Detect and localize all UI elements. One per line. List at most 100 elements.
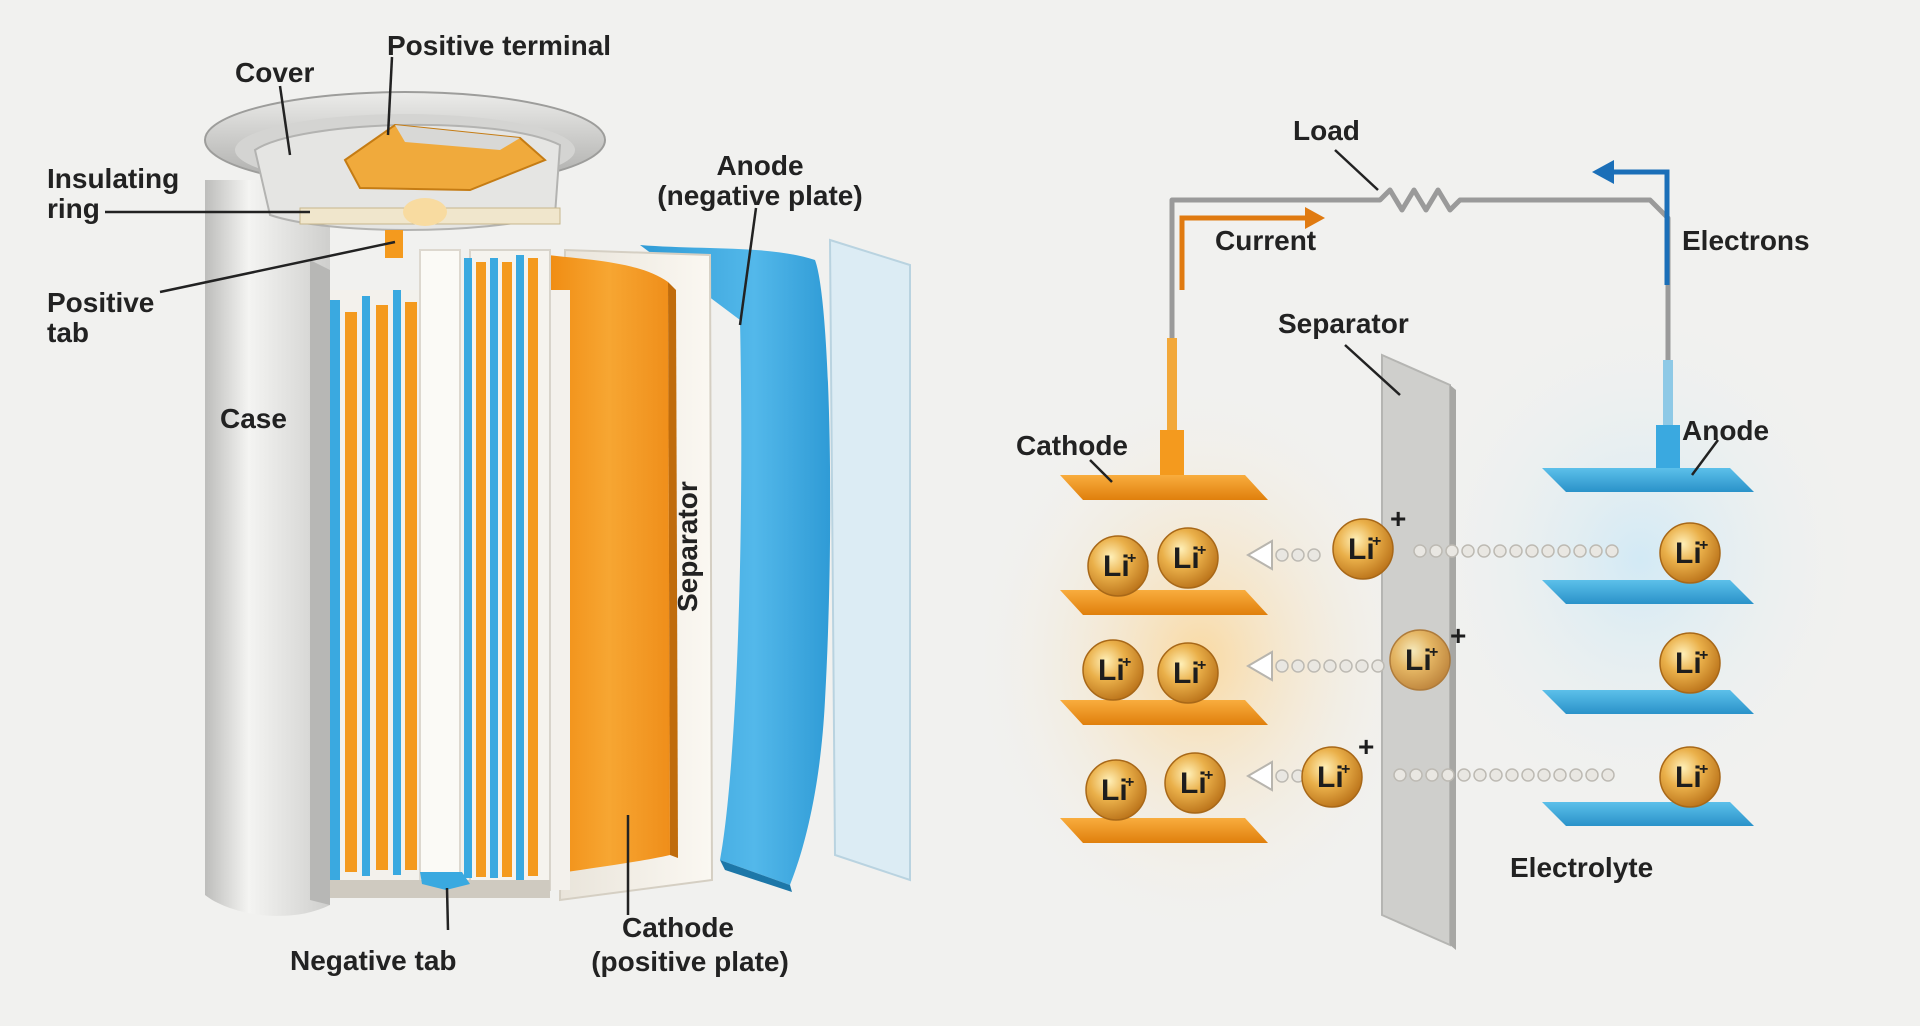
li-ion: Li + [1157,527,1219,589]
ion-label: Li [1405,644,1432,677]
circuit-wire [1169,187,1671,360]
label-anode-2: (negative plate) [657,180,862,211]
label-cathode-2: (positive plate) [591,946,789,977]
ion-label: Li [1173,657,1200,690]
left-labels: Cover Positive terminal Insulating ring … [47,30,863,977]
left-leader-lines [105,56,758,931]
ion-path-2 [1275,659,1385,673]
li-ion: Li + [1659,632,1721,694]
cathode-plate-3 [1060,818,1268,843]
anode-plates [1542,468,1754,826]
ion-plus-sign: + [1450,620,1466,651]
ion-arrowheads [1246,539,1273,792]
electron-arrow [1610,169,1670,285]
terminal-top [395,125,520,150]
ion-charge: + [1699,647,1708,664]
ion-charge: + [1341,761,1350,778]
positive-tab-strip [385,230,403,258]
ion-path-1 [1275,544,1619,562]
ion-charge: + [1204,767,1213,784]
ion-label: Li [1098,654,1125,687]
label-case: Case [220,403,287,434]
li-ion: Li + [1157,642,1219,704]
ion-charge: + [1197,657,1206,674]
ion-label: Li [1675,761,1702,794]
anode-stem [1656,425,1680,475]
cathode-plate-2 [1060,700,1268,725]
anode-stem-wire [1663,360,1673,430]
label-insulating-ring-2: ring [47,193,100,224]
label-cathode: Cathode [1016,430,1128,461]
label-positive-terminal: Positive terminal [387,30,611,61]
anode-sheet-edge [720,860,792,892]
cathode-plates [1060,475,1268,843]
cathode-sheet-edge [668,282,678,858]
label-load: Load [1293,115,1360,146]
label-positive-tab-1: Positive [47,287,154,318]
ion-arrowhead-3 [1246,760,1273,792]
li-ion: Li + [1164,752,1226,814]
cathode-sheet [548,255,670,875]
vent-bulb [403,198,447,226]
negative-tab-shape [420,872,470,890]
ion-arrowhead-1 [1246,539,1273,571]
anode-plate-3 [1542,802,1754,826]
anode-plate-top [1542,468,1754,492]
ion-paths [1275,544,1619,783]
anode-plate-2 [1542,690,1754,714]
ion-charge: + [1197,542,1206,559]
ion-charge: + [1699,761,1708,778]
label-positive-tab-2: tab [47,317,89,348]
li-ion: Li + [1659,522,1721,584]
cathode-stem-wire [1167,338,1177,438]
ion-label: Li [1348,533,1375,566]
ion-charge: + [1122,654,1131,671]
ion-label: Li [1675,647,1702,680]
current-arrow [1179,215,1310,290]
battery-cutaway [204,91,911,916]
label-electrons: Electrons [1682,225,1810,256]
ion-plus-sign: + [1390,503,1406,534]
ion-label: Li [1180,767,1207,800]
li-ion-migrating: Li + [1301,746,1363,808]
li-ion: Li + [1082,639,1144,701]
ion-label: Li [1101,774,1128,807]
ion-charge: + [1699,537,1708,554]
case-inner-wall [310,260,330,905]
right-leader-lines [1089,149,1720,483]
label-electrolyte: Electrolyte [1510,852,1653,883]
lithium-ions: Li + Li + Li + Li + Li + Li + [1082,503,1721,821]
ion-charge: + [1127,550,1136,567]
li-ion-migrating: Li + [1332,518,1394,580]
ion-charge: + [1429,644,1438,661]
label-cover: Cover [235,57,314,88]
electrode-winding [320,249,570,898]
li-ion: Li + [1085,759,1147,821]
li-ion-migrating: Li + [1389,629,1451,691]
label-anode-1: Anode [716,150,803,181]
cathode-plate-top [1060,475,1268,500]
label-current: Current [1215,225,1316,256]
anode-glow [1410,300,1870,820]
ion-plus-sign: + [1358,731,1374,762]
li-ion: Li + [1659,746,1721,808]
label-negative-tab: Negative tab [290,945,457,976]
label-separator-vertical: Separator [672,481,703,612]
outer-film [828,238,911,882]
electron-arrow-head [1592,160,1614,184]
ion-label: Li [1173,542,1200,575]
ion-charge: + [1372,533,1381,550]
current-arrow-head [1305,207,1325,229]
ion-arrowhead-2 [1246,650,1273,682]
label-insulating-ring-1: Insulating [47,163,179,194]
label-separator: Separator [1278,308,1409,339]
ion-charge: + [1125,774,1134,791]
separator-panel-edge [1450,385,1456,950]
ion-label: Li [1317,761,1344,794]
li-ion: Li + [1087,535,1149,597]
cathode-stem [1160,430,1184,480]
anode-plate-1 [1542,580,1754,604]
ion-path-3 [1275,768,1615,783]
